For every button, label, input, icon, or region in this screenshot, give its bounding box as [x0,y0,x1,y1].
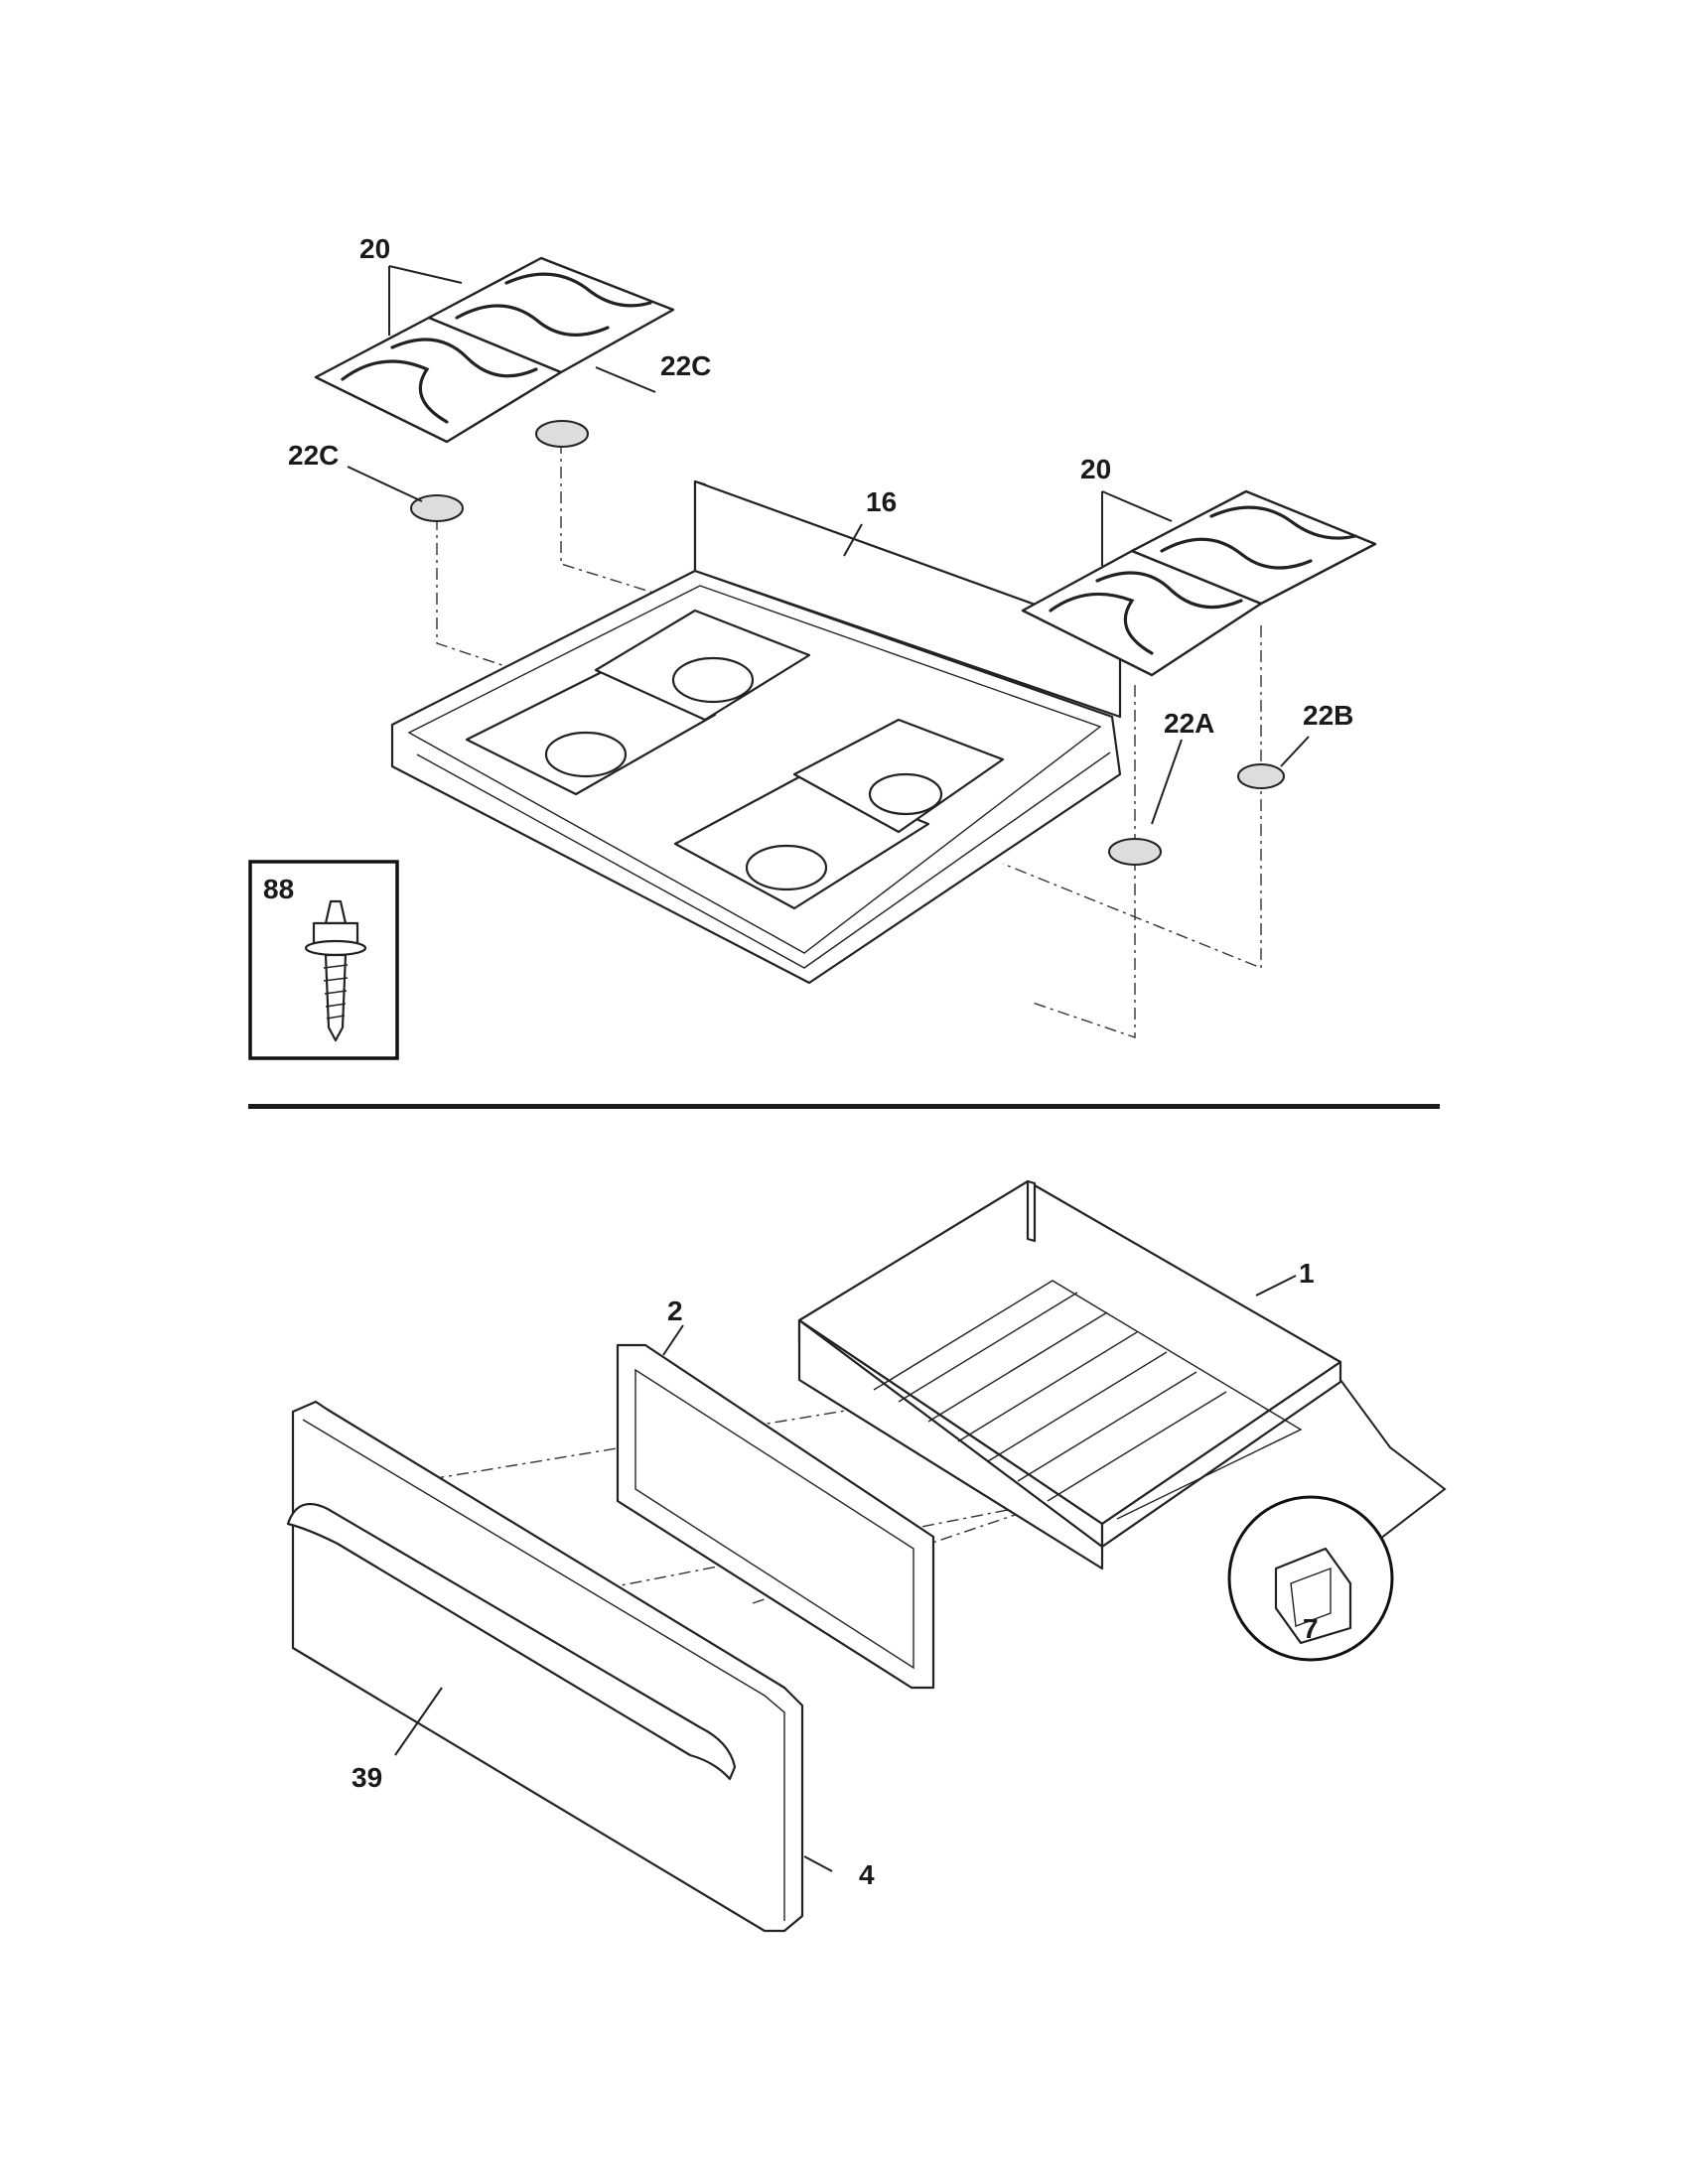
callout-16: 16 [866,486,897,517]
callout-22a: 22A [1164,708,1214,739]
callout-22c-upper: 22C [660,350,711,381]
grate-pair-right-20 [1021,489,1377,677]
callout-2: 2 [667,1296,683,1326]
callout-7: 7 [1303,1613,1319,1644]
callout-20-right: 20 [1080,454,1111,484]
screw-inset-box-88 [248,860,399,1060]
burner-caps [410,420,1285,866]
clip-inset-7 [1227,1379,1447,1662]
drawer-frame-2 [616,1343,935,1690]
drawer-body-1 [797,1179,1342,1570]
burner-cap-22c-lower [410,494,464,522]
callout-88: 88 [263,874,294,904]
burner-cap-22b [1237,763,1285,789]
burner-cap-22a [1108,838,1162,866]
callout-1: 1 [1299,1258,1315,1289]
callout-22b: 22B [1303,700,1353,731]
leader-lines-bottom [394,1275,1297,1872]
leader-lines-top [347,265,1310,825]
drawer-handle-39 [286,1502,737,1781]
section-divider [248,1104,1440,1109]
callout-4: 4 [859,1859,875,1890]
callout-20-left: 20 [359,233,390,264]
callout-22c-lower: 22C [288,440,339,471]
burner-cap-22c-upper [535,420,589,448]
cooktop-16 [390,479,1122,985]
alignment-lines-top [436,442,1262,1038]
callout-39: 39 [352,1762,382,1793]
grate-pair-left-20 [314,256,675,444]
